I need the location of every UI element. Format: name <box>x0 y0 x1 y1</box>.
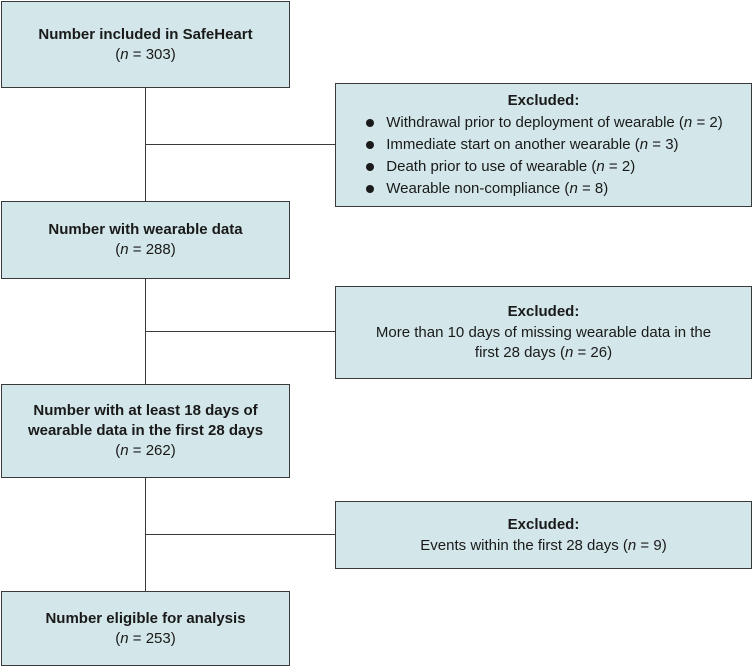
box-included-title: Number included in SafeHeart <box>38 25 253 43</box>
box-eligible-title: Number eligible for analysis <box>45 609 246 627</box>
box-18-days-title-line-1: Number with at least 18 days of <box>33 402 258 419</box>
list-item: Immediate start on another wearable (n =… <box>364 134 722 156</box>
box-included: Number included in SafeHeart (n = 303) <box>1 1 290 88</box>
box-included-count: (n = 303) <box>115 45 176 63</box>
box-wearable-data-title: Number with wearable data <box>48 221 243 238</box>
connector-exclusion-1 <box>145 144 336 145</box>
box-18-days: Number with at least 18 days of wearable… <box>1 384 290 478</box>
list-item: Death prior to use of wearable (n = 2) <box>364 156 722 178</box>
bullet-icon <box>366 140 375 149</box>
exclusion-box-1-list: Withdrawal prior to deployment of wearab… <box>364 112 723 200</box>
exclusion-box-2-line-1: More than 10 days of missing wearable da… <box>375 324 712 341</box>
exclusion-box-3-line-1: Events within the first 28 days (n = 9) <box>420 536 667 554</box>
list-item: Withdrawal prior to deployment of wearab… <box>364 112 723 134</box>
list-item: Wearable non-compliance (n = 8) <box>364 178 722 200</box>
exclusion-box-2: Excluded: More than 10 days of missing w… <box>335 286 752 379</box>
exclusion-box-2-line-2: first 28 days (n = 26) <box>474 344 613 361</box>
bullet-icon <box>366 118 375 127</box>
exclusion-box-3: Excluded: Events within the first 28 day… <box>335 501 752 569</box>
connector-exclusion-2 <box>145 331 336 332</box>
box-wearable-data-count: (n = 288) <box>115 241 176 258</box>
connector-exclusion-3 <box>145 534 336 535</box>
box-eligible-count: (n = 253) <box>115 629 176 647</box>
box-18-days-count: (n = 262) <box>115 442 176 459</box>
exclusion-box-1: Excluded: Withdrawal prior to deployment… <box>335 83 752 207</box>
exclusion-box-1-title: Excluded: <box>507 91 580 109</box>
box-eligible: Number eligible for analysis (n = 253) <box>1 591 290 666</box>
exclusion-box-2-title: Excluded: <box>507 303 580 320</box>
exclusion-box-3-title: Excluded: <box>507 515 580 533</box>
bullet-icon <box>366 184 375 193</box>
box-wearable-data: Number with wearable data (n = 288) <box>1 201 290 279</box>
bullet-icon <box>366 162 375 171</box>
box-18-days-title-line-2: wearable data in the first 28 days <box>27 422 264 439</box>
